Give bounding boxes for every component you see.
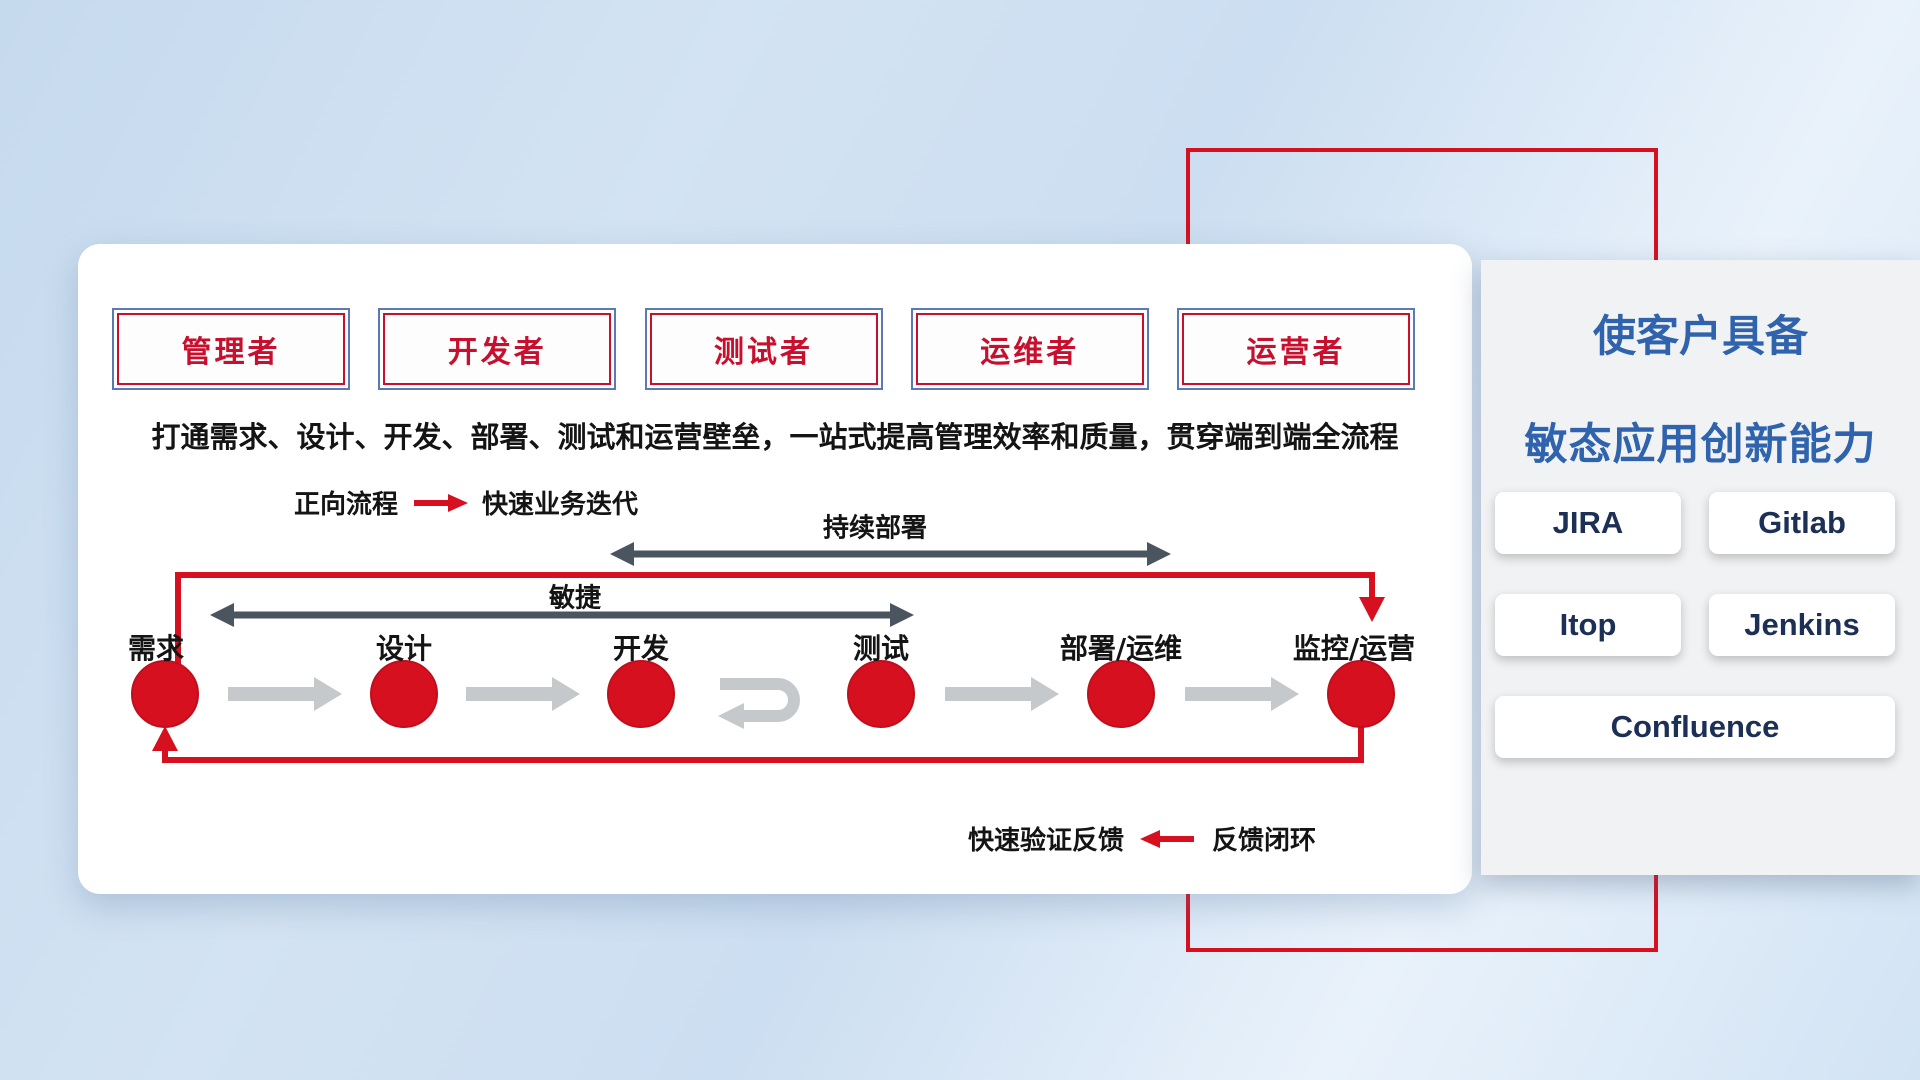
- feedback-legend: 快速验证反馈 反馈闭环: [968, 820, 1316, 857]
- step-arrow: [466, 677, 580, 711]
- step-arrow: [228, 677, 342, 711]
- flow-node-circle: [1087, 660, 1155, 728]
- flow-node-circle: [607, 660, 675, 728]
- flow-node-circle: [131, 660, 199, 728]
- forward-loop-line: [175, 572, 1385, 664]
- capability-title: 使客户具备 敏态应用创新能力: [1481, 260, 1920, 472]
- capability-title-line2: 敏态应用创新能力: [1524, 420, 1877, 470]
- agile-arrow: [210, 603, 914, 627]
- deploy-arrow-label: 持续部署: [822, 513, 928, 544]
- feedback-arrow-icon: [1140, 829, 1195, 848]
- role-box-ops: 运维者: [910, 308, 1149, 390]
- flow-node-label-requirements: 需求: [127, 632, 185, 665]
- tool-chip-confluence: Confluence: [1495, 696, 1895, 758]
- flow-node-label-test: 测试: [852, 632, 910, 665]
- flow-node-circle: [1327, 660, 1395, 728]
- role-label: 管理者: [117, 313, 345, 385]
- description-text: 打通需求、设计、开发、部署、测试和运营壁垒，一站式提高管理效率和质量，贯穿端到端…: [151, 420, 1399, 454]
- flow-diagram: [131, 542, 1395, 763]
- capability-panel: 使客户具备 敏态应用创新能力 JIRA Gitlab Itop Jenkins …: [1481, 260, 1920, 875]
- tool-chip-jira: JIRA: [1495, 492, 1681, 554]
- tool-grid: JIRA Gitlab Itop Jenkins Confluence: [1495, 492, 1895, 758]
- iteration-loop-icon: [718, 678, 800, 729]
- devops-flow-panel: 管理者 开发者 测试者 运维者 运营者 打通需求、设计、开发、部署、测试和运营壁…: [78, 244, 1472, 894]
- feedback-loop-line: [152, 726, 1364, 763]
- feedback-legend-label: 快速验证反馈: [968, 826, 1125, 856]
- flow-node-label-deploy-ops: 部署/运维: [1059, 632, 1183, 665]
- role-label: 运维者: [915, 313, 1144, 385]
- roles-row: 管理者 开发者 测试者 运维者 运营者: [112, 308, 1415, 390]
- forward-legend-label: 正向流程: [294, 490, 399, 520]
- role-label: 测试者: [649, 313, 878, 385]
- role-label: 运营者: [1182, 313, 1410, 385]
- step-arrow: [1185, 677, 1299, 711]
- tool-chip-jenkins: Jenkins: [1709, 594, 1895, 656]
- forward-arrow-icon: [414, 493, 469, 512]
- role-box-manager: 管理者: [112, 308, 350, 390]
- flow-node-label-develop: 开发: [612, 632, 670, 665]
- flow-node-circle: [370, 660, 438, 728]
- role-box-tester: 测试者: [644, 308, 883, 390]
- forward-legend-value: 快速业务迭代: [482, 490, 639, 520]
- flow-node-circle: [847, 660, 915, 728]
- flow-node-label-monitor-ops: 监控/运营: [1292, 632, 1416, 665]
- forward-legend: 正向流程 快速业务迭代: [294, 484, 638, 521]
- capability-title-line1: 使客户具备: [1593, 312, 1808, 362]
- agile-arrow-label: 敏捷: [548, 583, 602, 614]
- tool-chip-gitlab: Gitlab: [1709, 492, 1895, 554]
- feedback-legend-value: 反馈闭环: [1212, 826, 1317, 856]
- role-box-developer: 开发者: [378, 308, 617, 390]
- continuous-deploy-arrow: [610, 542, 1171, 566]
- role-label: 开发者: [383, 313, 612, 385]
- role-box-operator: 运营者: [1177, 308, 1415, 390]
- flow-node-label-design: 设计: [375, 632, 433, 665]
- tool-chip-itop: Itop: [1495, 594, 1681, 656]
- step-arrow: [945, 677, 1059, 711]
